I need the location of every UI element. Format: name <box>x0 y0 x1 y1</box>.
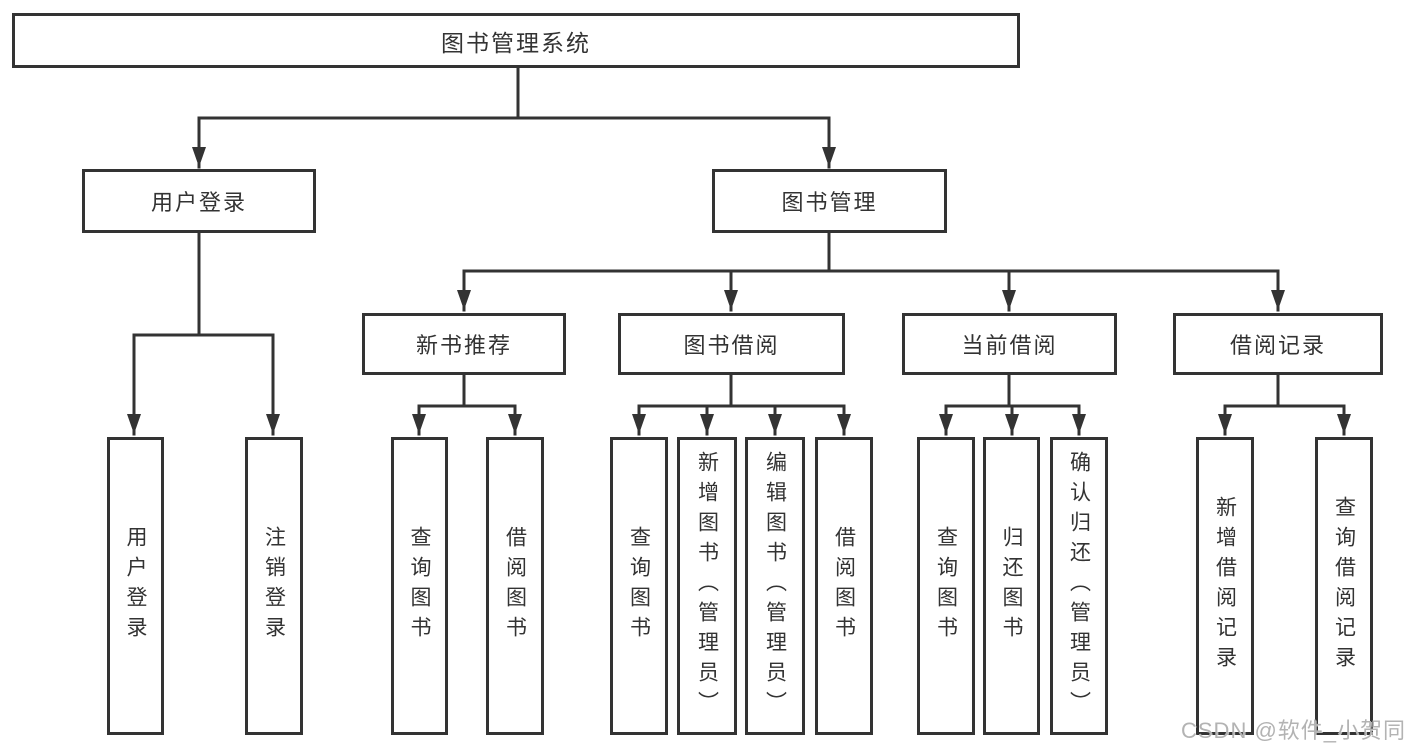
leaf-borrow-books-recommend: 借阅图书 <box>486 437 544 735</box>
leaf-confirm-return-admin: 确认归还（管理员） <box>1050 437 1108 735</box>
leaf-label: 确认归还（管理员） <box>1067 451 1091 721</box>
leaf-label: 编辑图书（管理员） <box>763 451 787 721</box>
leaf-label: 用户登录 <box>124 526 147 646</box>
leaf-query-books-borrowing: 查询图书 <box>610 437 668 735</box>
node-current-borrowing: 当前借阅 <box>902 313 1117 375</box>
csdn-watermark: CSDN @软件_小贺同学 <box>1181 718 1405 743</box>
leaf-label: 查询图书 <box>627 526 651 646</box>
leaf-label: 查询图书 <box>934 526 958 646</box>
leaf-logout: 注销登录 <box>245 437 303 735</box>
leaf-label: 借阅图书 <box>503 526 527 646</box>
leaf-label: 注销登录 <box>262 526 286 646</box>
leaf-borrow-books-borrowing: 借阅图书 <box>815 437 873 735</box>
leaf-label: 查询借阅记录 <box>1332 496 1356 676</box>
leaf-add-book-admin: 新增图书（管理员） <box>677 437 737 735</box>
leaf-label: 借阅图书 <box>832 526 856 646</box>
leaf-label: 新增图书（管理员） <box>695 451 719 721</box>
leaf-label: 新增借阅记录 <box>1213 496 1237 676</box>
leaf-add-borrow-record: 新增借阅记录 <box>1196 437 1254 735</box>
leaf-query-books-current: 查询图书 <box>917 437 975 735</box>
node-borrowing-records: 借阅记录 <box>1173 313 1383 375</box>
node-library-management-system: 图书管理系统 <box>12 13 1020 68</box>
leaf-query-books-recommend: 查询图书 <box>391 437 448 735</box>
leaf-edit-book-admin: 编辑图书（管理员） <box>745 437 805 735</box>
leaf-user-login: 用户登录 <box>107 437 164 735</box>
node-book-management: 图书管理 <box>712 169 947 233</box>
node-new-book-recommend: 新书推荐 <box>362 313 566 375</box>
leaf-label: 查询图书 <box>408 526 431 646</box>
node-book-borrowing: 图书借阅 <box>618 313 845 375</box>
leaf-label: 归还图书 <box>1000 526 1023 646</box>
leaf-query-borrow-record: 查询借阅记录 <box>1315 437 1373 735</box>
node-user-login: 用户登录 <box>82 169 316 233</box>
leaf-return-books: 归还图书 <box>983 437 1040 735</box>
